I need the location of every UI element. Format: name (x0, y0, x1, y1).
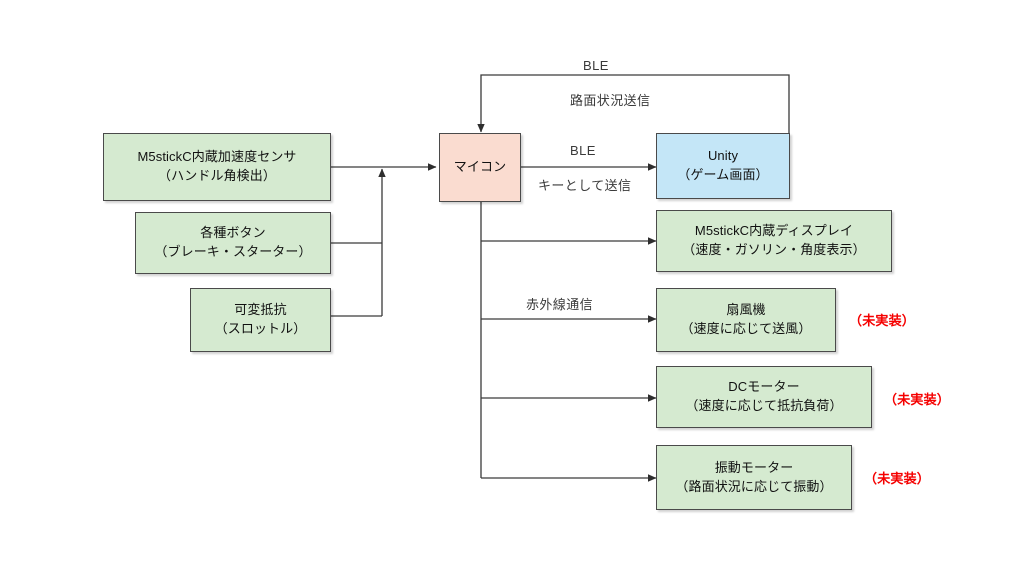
node-display-line2: （速度・ガソリン・角度表示） (682, 242, 866, 257)
node-accel-sensor[interactable]: M5stickC内蔵加速度センサ （ハンドル角検出） (103, 133, 331, 201)
node-microcontroller[interactable]: マイコン (439, 133, 521, 202)
node-display[interactable]: M5stickC内蔵ディスプレイ （速度・ガソリン・角度表示） (656, 210, 892, 272)
node-fan[interactable]: 扇風機 （速度に応じて送風） (656, 288, 836, 352)
edge-label-infrared-comm: 赤外線通信 (526, 297, 594, 312)
note-vibration-motor-unimplemented: （未実装） (864, 471, 931, 486)
node-vibration-motor-line2: （路面状況に応じて振動） (675, 478, 833, 494)
node-microcontroller-line1: マイコン (453, 159, 507, 175)
node-accel-sensor-line2: （ハンドル角検出） (158, 168, 276, 183)
edge-label-ble-top: BLE (583, 58, 609, 73)
node-variable-resistor-line1: 可変抵抗 (234, 302, 287, 318)
node-dc-motor[interactable]: DCモーター （速度に応じて抵抗負荷） (656, 366, 872, 428)
note-fan-unimplemented: （未実装） (849, 313, 916, 328)
node-dc-motor-line1: DCモーター (728, 379, 800, 395)
node-fan-line2: （速度に応じて送風） (680, 321, 812, 336)
node-buttons[interactable]: 各種ボタン （ブレーキ・スターター） (135, 212, 331, 274)
edge-label-ble-mid: BLE (570, 143, 596, 158)
node-buttons-line1: 各種ボタン (200, 225, 266, 241)
node-display-line1: M5stickC内蔵ディスプレイ (694, 223, 854, 239)
edge-label-road-condition-send: 路面状況送信 (570, 93, 651, 108)
node-dc-motor-line2: （速度に応じて抵抗負荷） (685, 398, 843, 413)
node-vibration-motor-line1: 振動モーター (714, 459, 794, 475)
node-variable-resistor[interactable]: 可変抵抗 （スロットル） (190, 288, 331, 352)
node-fan-line1: 扇風機 (726, 302, 766, 318)
node-unity-line1: Unity (707, 148, 739, 164)
edge-label-send-as-key: キーとして送信 (538, 178, 632, 193)
node-accel-sensor-line1: M5stickC内蔵加速度センサ (137, 149, 297, 165)
node-unity[interactable]: Unity （ゲーム画面） (656, 133, 790, 199)
node-variable-resistor-line2: （スロットル） (214, 321, 307, 336)
note-dc-motor-unimplemented: （未実装） (884, 392, 951, 407)
node-unity-line2: （ゲーム画面） (677, 167, 769, 182)
node-buttons-line2: （ブレーキ・スターター） (154, 244, 312, 259)
node-vibration-motor[interactable]: 振動モーター （路面状況に応じて振動） (656, 445, 852, 510)
